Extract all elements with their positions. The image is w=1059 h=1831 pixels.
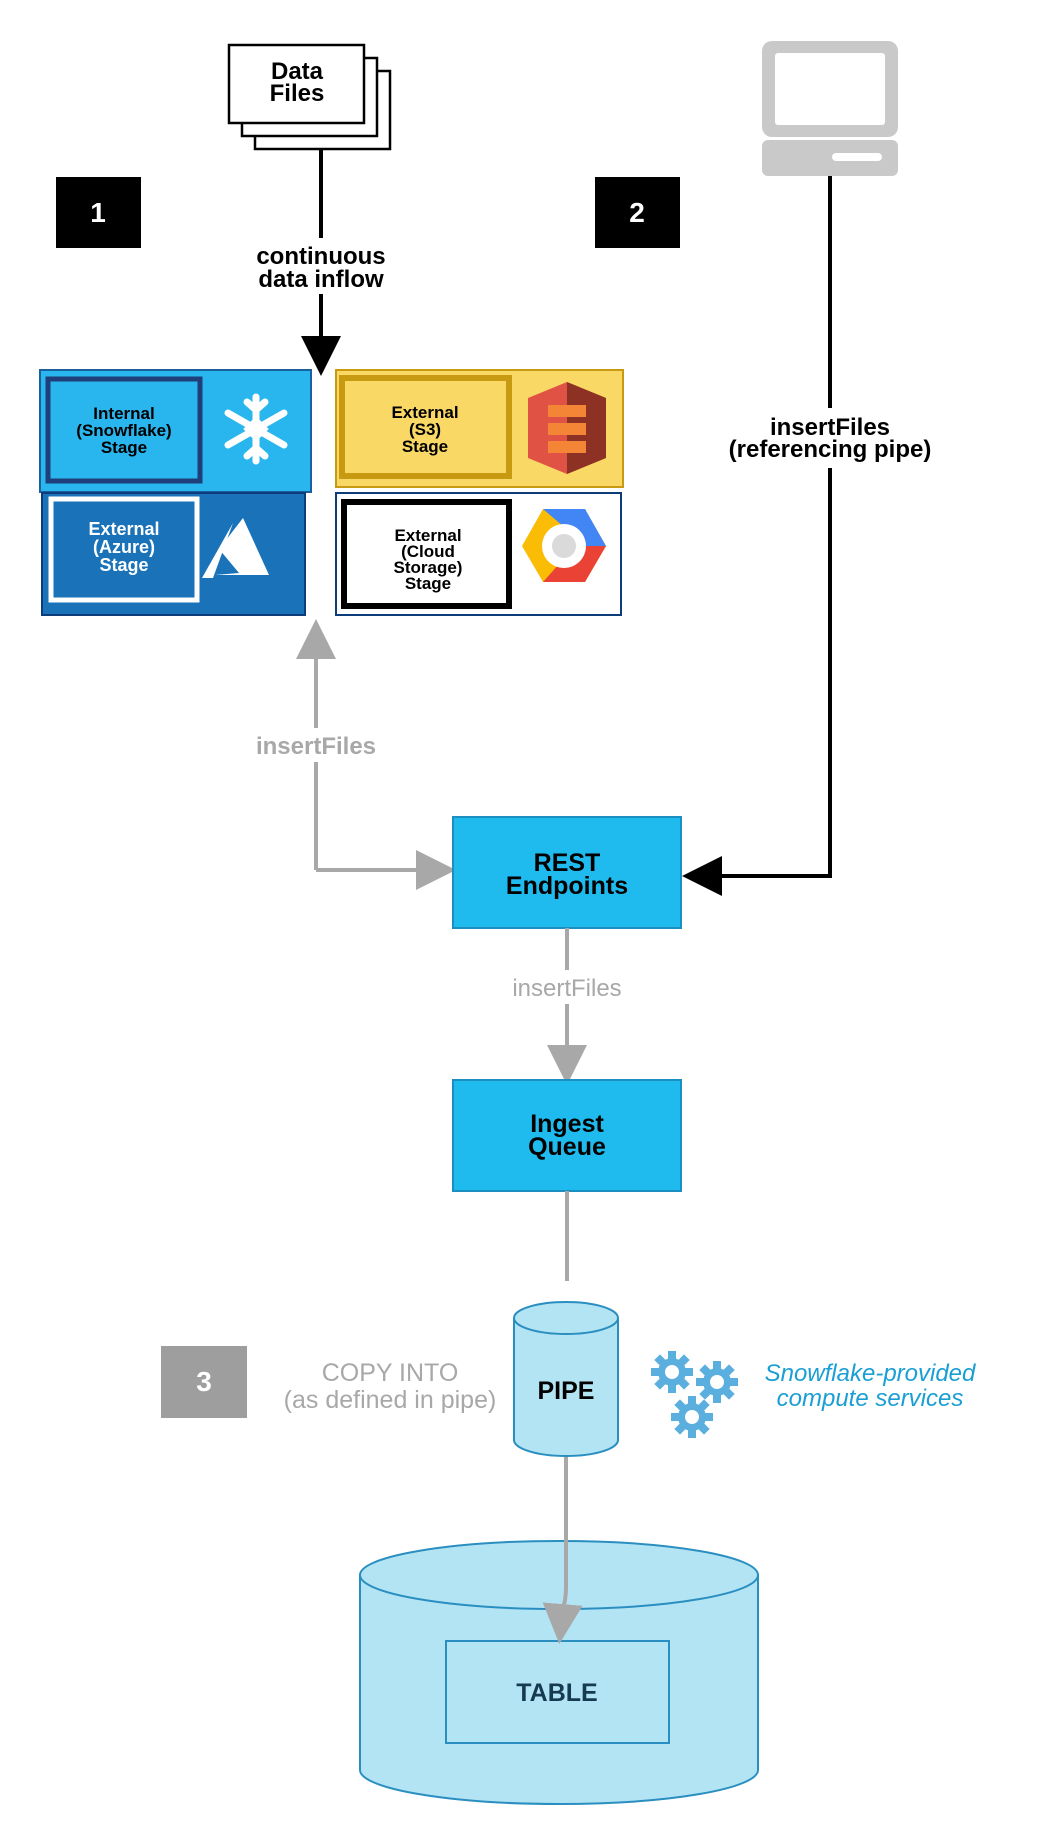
ingest-queue-label-2: Queue <box>528 1133 606 1161</box>
azure-stage-label-2: (Azure) <box>93 537 155 557</box>
azure-icon <box>202 518 269 578</box>
pipe-cylinder <box>513 1301 619 1457</box>
pipe-label: PIPE <box>538 1377 595 1405</box>
data-files-icon <box>227 43 392 151</box>
gcs-stage-label-3: Storage) <box>394 558 463 577</box>
continuous-label-2: data inflow <box>258 266 384 293</box>
step-badge-1-label: 1 <box>90 197 106 228</box>
gcs-stage-label-1: External <box>394 526 461 545</box>
continuous-label-1: continuous <box>256 243 385 270</box>
step-badge-3 <box>161 1346 247 1418</box>
copy-into-label-1: COPY INTO <box>322 1359 459 1387</box>
ingest-queue-label-1: Ingest <box>530 1110 604 1138</box>
client-insert-label-bg <box>707 408 953 468</box>
insert-files-stage-label: insertFiles <box>256 733 376 760</box>
s3-stage-label-3: Stage <box>402 437 448 456</box>
step-badge-2-label: 2 <box>629 197 645 228</box>
internal-stage-label-1: Internal <box>93 404 154 423</box>
gcs-stage <box>335 492 622 616</box>
rest-endpoints-label-2: Endpoints <box>506 872 628 900</box>
gcs-stage-label-2: (Cloud <box>401 542 455 561</box>
ingest-queue-box <box>452 1079 682 1192</box>
compute-label-1: Snowflake-provided <box>765 1360 976 1387</box>
client-insert-label-1: insertFiles <box>770 414 890 441</box>
insert-files-stage-label-bg <box>246 728 386 762</box>
snowflake-icon <box>224 393 288 465</box>
internal-stage-label-3: Stage <box>101 438 147 457</box>
step-badge-2 <box>595 177 680 248</box>
s3-stage-label-2: (S3) <box>409 420 441 439</box>
computer-icon <box>762 41 898 176</box>
s3-stage-label-1: External <box>391 403 458 422</box>
copy-into-label-2: (as defined in pipe) <box>284 1386 497 1414</box>
amazon-s3-icon <box>528 382 606 474</box>
google-cloud-icon <box>522 509 606 582</box>
rest-endpoints-label-1: REST <box>534 849 601 877</box>
internal-stage-label-2: (Snowflake) <box>76 421 171 440</box>
client-insert-label-2: (referencing pipe) <box>729 436 932 463</box>
insert-files-queue-label-bg <box>500 970 634 1004</box>
insert-files-queue-label: insertFiles <box>512 975 621 1002</box>
pipe-to-table-arrow <box>542 1457 583 1644</box>
step-badge-3-label: 3 <box>196 1366 212 1397</box>
azure-stage-label-3: Stage <box>99 555 148 575</box>
gears-icon <box>651 1351 738 1438</box>
data-files-label-1: Data <box>271 58 324 85</box>
azure-stage-label-1: External <box>88 519 159 539</box>
s3-stage <box>335 369 624 488</box>
azure-stage <box>41 492 306 616</box>
gcs-stage-label-4: Stage <box>405 574 451 593</box>
data-files-label-2: Files <box>270 80 325 107</box>
internal-stage <box>39 369 312 493</box>
table-label: TABLE <box>516 1679 597 1707</box>
table-box <box>445 1640 670 1744</box>
compute-label-2: compute services <box>777 1385 964 1412</box>
step-badge-1 <box>56 177 141 248</box>
rest-endpoints-box <box>452 816 682 929</box>
continuous-label-bg <box>238 238 404 294</box>
client-insert-arrow <box>682 176 832 896</box>
